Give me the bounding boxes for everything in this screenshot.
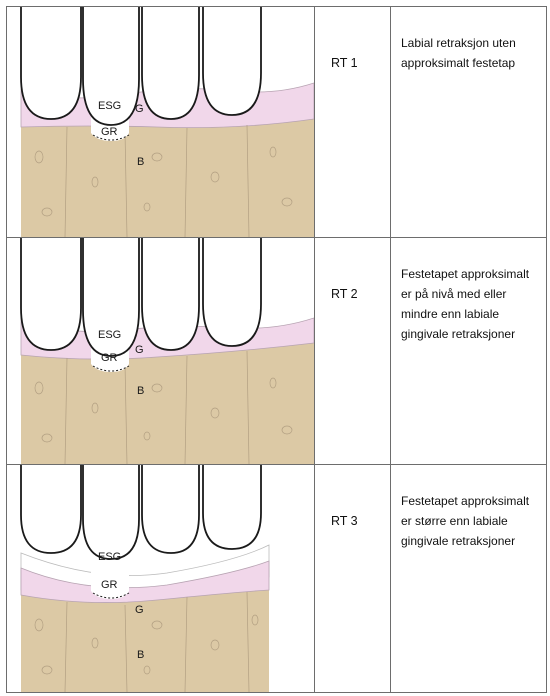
gum-recession-illustration-rt3: ESG G GR B bbox=[7, 465, 314, 692]
rt-code: RT 3 bbox=[331, 514, 358, 528]
g-label: G bbox=[135, 103, 144, 115]
esg-label: ESG bbox=[98, 329, 122, 341]
illustration-cell: ESG G GR B bbox=[6, 6, 315, 238]
gum-recession-illustration-rt2: ESG G GR B bbox=[7, 238, 314, 464]
b-label: B bbox=[137, 156, 145, 168]
g-label: G bbox=[135, 604, 144, 616]
table-row: ESG G GR B RT 3 Festetapet approksimalt … bbox=[6, 464, 547, 693]
exposed-root-area bbox=[91, 560, 129, 599]
tooth-outlines bbox=[20, 7, 262, 126]
gr-label: GR bbox=[101, 126, 118, 138]
tooth-outlines bbox=[20, 465, 262, 560]
classification-table: ESG G GR B RT 1 Labial retraksjon uten a… bbox=[6, 6, 547, 693]
illustration-cell: ESG G GR B bbox=[6, 464, 315, 693]
table-row: ESG G GR B RT 1 Labial retraksjon uten a… bbox=[6, 6, 547, 238]
rt-description: Labial retraksjon uten approksimalt fest… bbox=[401, 36, 516, 70]
tooth-outlines bbox=[20, 238, 262, 357]
teeth-diagram bbox=[20, 465, 270, 692]
description-cell: Festetapet approksimalt er på nivå med e… bbox=[390, 237, 547, 465]
esg-label: ESG bbox=[98, 551, 122, 563]
code-cell: RT 2 bbox=[314, 237, 391, 465]
rt-code: RT 2 bbox=[331, 287, 358, 301]
bone-texture bbox=[34, 350, 293, 464]
description-cell: Festetapet approksimalt er større enn la… bbox=[390, 464, 547, 693]
rt-description: Festetapet approksimalt er på nivå med e… bbox=[401, 267, 530, 341]
code-cell: RT 3 bbox=[314, 464, 391, 693]
bone-area bbox=[21, 119, 314, 237]
gum-recession-illustration-rt1: ESG G GR B bbox=[7, 7, 314, 237]
rt-description: Festetapet approksimalt er større enn la… bbox=[401, 494, 530, 548]
gr-label: GR bbox=[101, 352, 118, 364]
bone-area bbox=[21, 343, 314, 464]
bone-texture bbox=[34, 124, 293, 237]
teeth-diagram bbox=[20, 238, 314, 464]
bone-texture bbox=[34, 591, 259, 692]
code-cell: RT 1 bbox=[314, 6, 391, 238]
esg-label: ESG bbox=[98, 100, 122, 112]
illustration-cell: ESG G GR B bbox=[6, 237, 315, 465]
g-label: G bbox=[135, 344, 144, 356]
table-row: ESG G GR B RT 2 Festetapet approksimalt … bbox=[6, 237, 547, 465]
rt-code: RT 1 bbox=[331, 56, 358, 70]
bone-area bbox=[21, 590, 269, 692]
gr-label: GR bbox=[101, 579, 118, 591]
description-cell: Labial retraksjon uten approksimalt fest… bbox=[390, 6, 547, 238]
b-label: B bbox=[137, 385, 145, 397]
teeth-diagram bbox=[20, 7, 314, 237]
b-label: B bbox=[137, 649, 145, 661]
